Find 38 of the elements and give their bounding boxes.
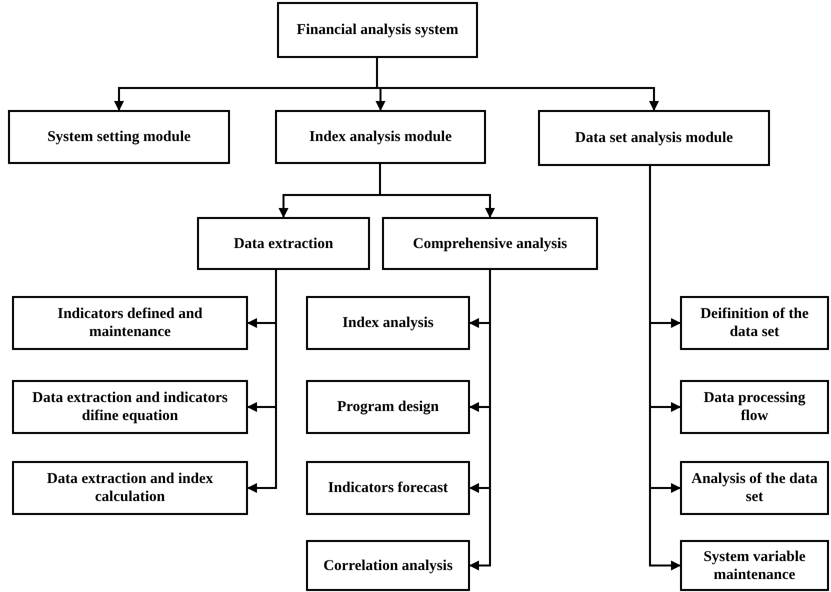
module-label: Deifinition of the data set	[699, 305, 810, 341]
module-label: Comprehensive analysis	[412, 234, 568, 252]
module-box	[306, 540, 470, 591]
arrow	[379, 164, 495, 218]
module-label: Indicators forecast	[328, 479, 448, 497]
module-box	[12, 380, 248, 434]
arrow	[469, 270, 491, 570]
module-label: Data extraction	[234, 234, 334, 252]
module-box	[197, 217, 370, 270]
module-box	[680, 461, 829, 515]
module-label: Data set analysis module	[575, 129, 733, 147]
module-label: Financial analysis system	[296, 21, 458, 39]
module-label: Data processing flow	[702, 389, 806, 425]
module-label: Analysis of the data set	[690, 470, 819, 506]
module-label: Data extraction and indicators difine equation	[31, 389, 229, 425]
module-box	[680, 296, 829, 350]
module-box	[277, 2, 478, 58]
module-box	[680, 380, 829, 434]
module-box	[538, 110, 770, 166]
module-box	[306, 296, 470, 350]
module-label: Index analysis	[342, 314, 434, 332]
module-label: Indicators defined and maintenance	[56, 305, 204, 341]
module-label: System variable maintenance	[702, 548, 807, 584]
module-label: Correlation analysis	[323, 556, 453, 574]
module-box	[275, 110, 486, 164]
module-box	[8, 110, 230, 164]
module-box	[12, 461, 248, 515]
arrow	[247, 270, 277, 493]
module-label: Index analysis module	[309, 128, 452, 146]
module-box	[382, 217, 598, 270]
module-box	[306, 380, 470, 434]
module-label: Program design	[337, 398, 439, 416]
module-label: Data extraction and index calculation	[46, 470, 214, 506]
module-box	[306, 461, 470, 515]
module-box	[12, 296, 248, 350]
module-label: System setting module	[47, 128, 191, 146]
module-box	[680, 540, 829, 591]
arrow	[376, 58, 659, 111]
